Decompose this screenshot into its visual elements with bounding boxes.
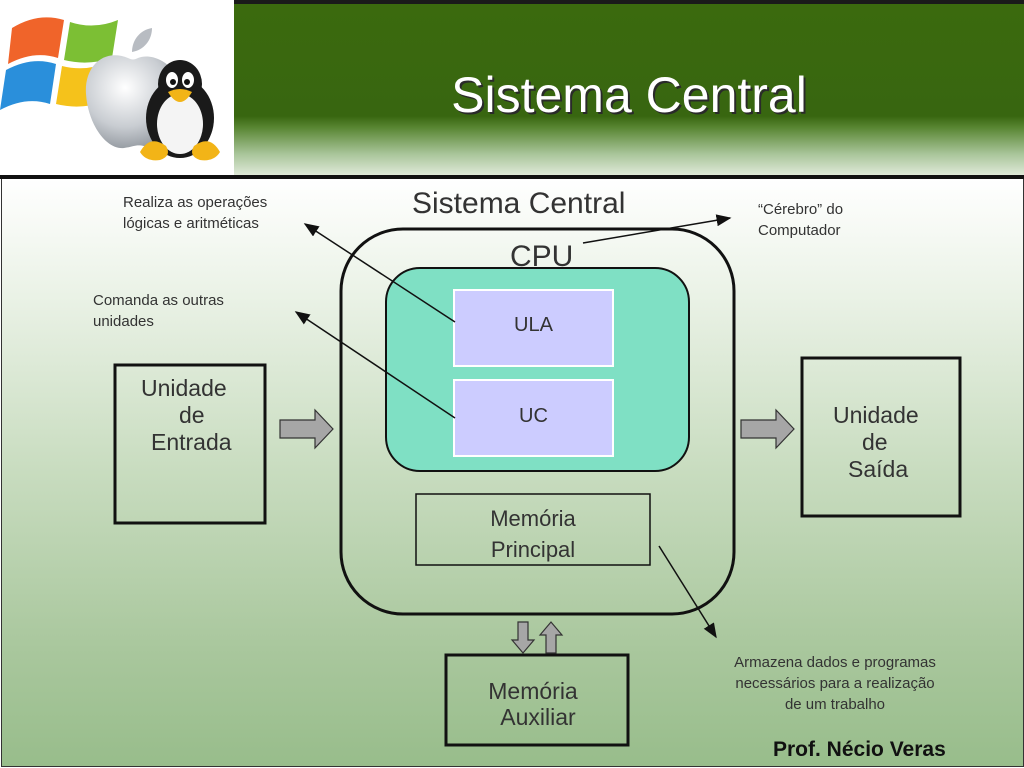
header-separator	[0, 175, 1024, 179]
arrow-entrada-icon	[279, 408, 334, 450]
logo-area	[0, 0, 234, 175]
unidade-saida-box	[800, 356, 962, 518]
uc-description: Comanda as outras unidades	[93, 292, 224, 330]
cpu-label: CPU	[510, 240, 574, 273]
sistema-central-box	[339, 227, 736, 616]
memoria-auxiliar-box	[444, 653, 630, 747]
pointer-uc	[294, 311, 456, 419]
arrow-down-icon	[510, 621, 536, 654]
slide-title: Sistema Central	[451, 67, 807, 123]
memoria-description: Armazena dados e programas necessários p…	[734, 654, 936, 713]
cpu-description: “Cérebro” do Computador	[758, 201, 844, 239]
unidade-saida-label: Unidade de Saída	[833, 402, 919, 482]
arrow-saida-icon	[740, 408, 795, 450]
title-band	[234, 4, 1024, 175]
pointer-memoria	[658, 545, 717, 639]
ula-description: Realiza as operações lógicas e aritmétic…	[123, 194, 268, 232]
unidade-entrada-box	[113, 363, 267, 525]
uc-label: UC	[519, 405, 548, 427]
memoria-auxiliar-label: Memória Auxiliar	[488, 678, 578, 730]
arrow-up-icon	[538, 621, 564, 654]
header-top-line	[0, 0, 1024, 4]
memoria-principal-label: Memória Principal	[490, 506, 576, 562]
unidade-entrada-label: Unidade de Entrada	[141, 375, 232, 455]
author-credit: Prof. Nécio Veras	[773, 738, 946, 761]
ula-label: ULA	[514, 314, 553, 336]
ula-box	[453, 289, 614, 367]
sistema-central-label: Sistema Central	[412, 187, 626, 220]
pointer-cpu	[582, 214, 732, 244]
uc-box	[453, 379, 614, 457]
memoria-principal-box	[415, 493, 651, 566]
pointer-ula	[303, 223, 456, 323]
tux-penguin-icon	[140, 60, 220, 161]
